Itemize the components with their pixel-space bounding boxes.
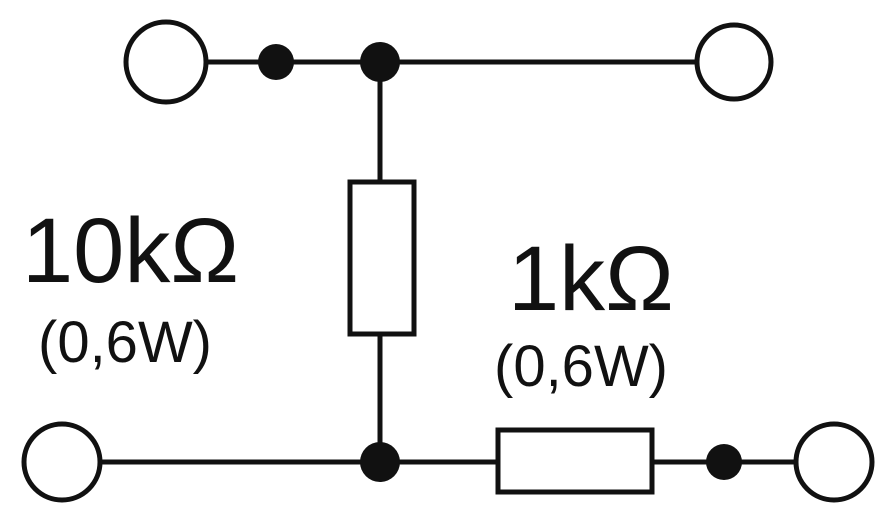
resistor-1k-value-label: 1kΩ	[508, 228, 674, 330]
terminal-bottom-left	[21, 421, 103, 503]
junction-top-center	[360, 42, 400, 82]
junction-top-left	[258, 44, 294, 80]
junction-bottom-right	[706, 444, 742, 480]
resistor-1k-rating-label: (0,6W)	[494, 334, 668, 399]
terminal-top-left	[123, 19, 209, 105]
junction-bottom-center	[360, 442, 400, 482]
resistor-10k-value-label: 10kΩ	[22, 200, 239, 302]
resistor-10k-body	[347, 179, 417, 337]
terminal-top-right	[694, 22, 774, 102]
resistor-10k-rating-label: (0,6W)	[38, 310, 212, 375]
resistor-1k-body	[495, 427, 655, 495]
terminal-bottom-right	[793, 421, 875, 503]
